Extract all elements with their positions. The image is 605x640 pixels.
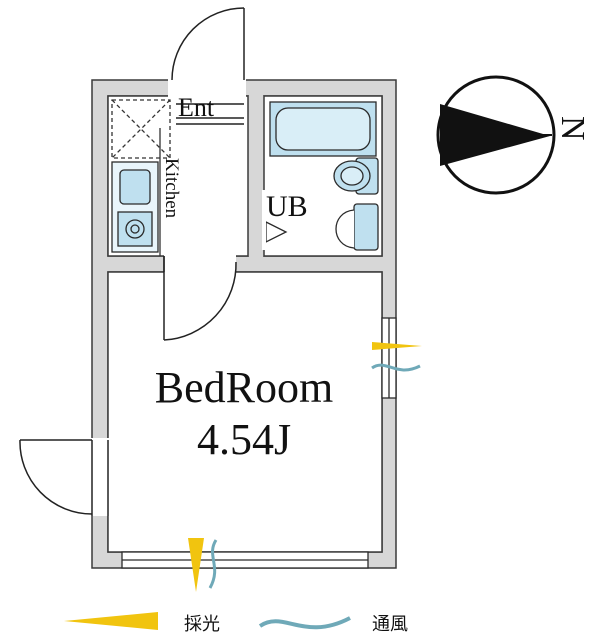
bottom-window — [121, 551, 369, 569]
bedroom-floor — [107, 271, 383, 553]
light-legend-label: 採光 — [184, 614, 220, 635]
legend: 採光 通風 — [64, 612, 408, 635]
compass — [436, 75, 556, 195]
light-indicator-bottom — [188, 538, 204, 592]
stove-burner-icon — [125, 219, 145, 239]
bedroom-door — [163, 254, 237, 341]
ventilation-legend-label: 通風 — [372, 614, 408, 635]
bedroom-name-label: BedRoom — [155, 363, 333, 412]
kitchen-counter — [111, 161, 159, 253]
toilet-icon — [333, 157, 379, 195]
sink-icon — [119, 169, 151, 205]
bedroom-size-label: 4.54J — [197, 415, 291, 464]
bathtub — [269, 101, 377, 157]
ventilation-legend-swatch — [258, 616, 351, 630]
ventilation-indicator-right — [371, 363, 421, 372]
side-door — [19, 438, 110, 516]
entrance-label: Ent — [178, 93, 215, 122]
partition-wall — [248, 96, 264, 256]
ventilation-indicator-bottom — [208, 539, 218, 589]
bath-label: UB — [266, 190, 308, 223]
shoe-storage — [111, 99, 171, 159]
right-window — [381, 317, 397, 399]
light-indicator-right — [372, 342, 422, 350]
wash-basin-icon — [335, 203, 379, 251]
kitchen-label: Kitchen — [161, 158, 182, 219]
entrance-door — [168, 7, 246, 125]
light-legend-swatch — [64, 612, 158, 630]
north-label: N — [554, 116, 591, 141]
